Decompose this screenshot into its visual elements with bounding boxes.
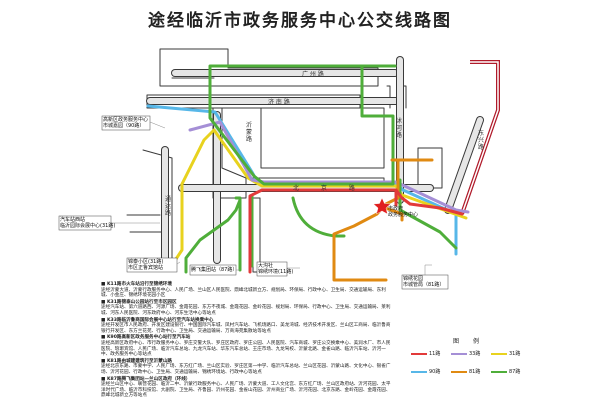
route-note-body: 途经汽车站、第六道路西、河源广场、金霞花园、东方不夜城、金霞花园、金岭花园、规划… xyxy=(101,305,391,316)
stop-label-6: 市政府 政务服务中心 xyxy=(388,206,418,218)
legend-label: 81路 xyxy=(469,369,481,375)
legend-swatch xyxy=(491,353,507,355)
route-note-body: 途经沂蒙大道、沂蒙行政服务中心、人民广场、兰山区人民医院、鼎峰北城新立方、规划局… xyxy=(101,287,386,299)
route-note: ■ K87路腾飞集团站—兰山区政府（环线） 途经兰山区中心、联营花园、临沂二中、… xyxy=(101,377,391,399)
road-label-jinan: 济 南 路 xyxy=(268,99,290,106)
map-legend: 图 例 11路 33路 31路 90路 81路 87路 xyxy=(409,336,529,388)
legend-heading: 图 例 xyxy=(453,338,485,345)
route-note: ■ K11路市火车站沿行至锦绣环境 途经沂蒙大道、沂蒙行政服务中心、人民广场、兰… xyxy=(101,282,391,299)
stop-label-3: 锦泰小区(31路) 市区正鲁宾馆站 xyxy=(128,259,163,271)
route-notes: ■ K11路市火车站沿行至锦绣环境 途经沂蒙大道、沂蒙行政服务中心、人民广场、兰… xyxy=(101,282,391,400)
stop-label-3-line2: 市区正鲁宾馆站 xyxy=(128,265,164,271)
legend-swatch xyxy=(451,371,467,373)
stop-label-7: 锦绣花园 市城管局（81路） xyxy=(403,276,444,288)
legend-swatch xyxy=(411,353,427,355)
legend-label: 33路 xyxy=(469,351,481,357)
route-note-head: ■ K87路腾飞集团站—兰山区政府（环线） xyxy=(101,376,191,382)
route-note: ■ K90路高新区政务服务中心站行至汽车站 途经高新区政府中心、市行政服务中心、… xyxy=(101,335,391,357)
legend-item-33: 33路 xyxy=(449,350,489,358)
road-label-shuhe: 沭 河 路 xyxy=(396,118,403,139)
route-33 xyxy=(188,120,470,214)
route-note-body: 途经高新区政府中心、市行政服务中心、罗庄交警大队、罗庄区政府、罗庄公园、人民医院… xyxy=(101,340,391,358)
map-title: 途经临沂市政务服务中心公交线路图 xyxy=(148,11,452,31)
legend-swatch xyxy=(411,371,427,373)
route-note-body: 途经开发区市人民政府、开发区建设银行、中国国际汽车城、凤村汽车站、飞机场路口、美… xyxy=(101,323,391,334)
government-center-marker xyxy=(373,197,391,215)
stop-label-4-line1: 腾飞集团站（87路） xyxy=(191,267,238,273)
legend-item-81: 81路 xyxy=(449,368,489,376)
road-label-guangzhou: 广 州 路 xyxy=(302,71,324,78)
route-note: ■ K31路锦泰山公园站行至市区园区 途经汽车站、第六道路西、河源广场、金霞花园… xyxy=(101,300,391,317)
route-note-body: 途经兰山区中心、联营花园、临沂二中、沂蒙行政服务中心、人民广场、沂蒙大道、工人文… xyxy=(101,382,391,399)
route-note: ■ K33路临沂鲁商国际会展中心站行至汽车站换乘中心 途经开发区市人民政府、开发… xyxy=(101,318,391,335)
stop-label-1: 高新区政务服务中心 市城嘉园（90路） xyxy=(103,117,148,129)
legend-item-90: 90路 xyxy=(409,368,449,376)
route-note-head: ■ K90路高新区政务服务中心站行至汽车站 xyxy=(101,335,191,341)
stop-label-7-line1: 锦绣花园 xyxy=(403,276,424,282)
route-note: ■ K81路由城建建筑行至沂蒙山路 途经北京东路、市蒙中学、人民广场、东方红广场… xyxy=(101,359,391,376)
legend-label: 31路 xyxy=(509,351,521,357)
road-label-dongxing: 东 兴 路 xyxy=(478,130,485,151)
legend-swatch xyxy=(451,353,467,355)
stop-label-1-line2: 市城嘉园（90路） xyxy=(103,123,145,129)
legend-item-87: 87路 xyxy=(489,368,529,376)
route-note-head: ■ K31路锦泰山公园站行至市区园区 xyxy=(101,299,177,305)
route-note-body: 途经北京东路、市蒙中学、人民广场、东方红广场、兰山区实验、罗庄区第一中学、临沂汽… xyxy=(101,364,391,375)
stop-label-7-line2: 市城管局（81路） xyxy=(403,282,445,288)
stop-label-2-line1: 汽车站西站 xyxy=(60,217,86,223)
legend-label: 90路 xyxy=(429,369,441,375)
stop-label-2: 汽车站西站 临沂园际会展中心(31路) xyxy=(60,217,115,229)
legend-label: 87路 xyxy=(509,369,521,375)
stop-label-4: 腾飞集团站（87路） xyxy=(191,267,237,273)
route-note-head: ■ K81路由城建建筑行至沂蒙山路 xyxy=(101,358,173,364)
stop-label-2-line2: 临沂园际会展中心(31路) xyxy=(60,223,116,229)
road-label-tongda: 通 达 路 xyxy=(165,196,172,217)
stop-label-3-line1: 锦泰小区(31路) xyxy=(128,259,164,265)
legend-item-11: 11路 xyxy=(409,350,449,358)
stop-label-6-line1: 市政府 xyxy=(388,206,404,212)
road-label-beijing: 北 京 路 xyxy=(293,185,365,192)
legend-swatch xyxy=(491,371,507,373)
legend-item-31: 31路 xyxy=(489,350,529,358)
route-11 xyxy=(248,188,464,274)
stop-label-5-line2: 锦绣环境(11路) xyxy=(258,269,294,275)
route-note-head: ■ K33路临沂鲁商国际会展中心站行至汽车站换乘中心 xyxy=(101,317,214,323)
stop-label-5-line1: 大沟社 xyxy=(258,263,274,269)
stop-label-1-line1: 高新区政务服务中心 xyxy=(103,117,149,123)
route-note-head: ■ K11路市火车站沿行至锦绣环境 xyxy=(101,282,173,287)
stop-label-6-line2: 政务服务中心 xyxy=(388,212,419,218)
road-label-yimeng: 沂 蒙 路 xyxy=(246,122,253,143)
stop-label-5: 大沟社 锦绣环境(11路) xyxy=(258,263,293,275)
legend-label: 11路 xyxy=(429,351,441,357)
route-87 xyxy=(208,64,397,186)
